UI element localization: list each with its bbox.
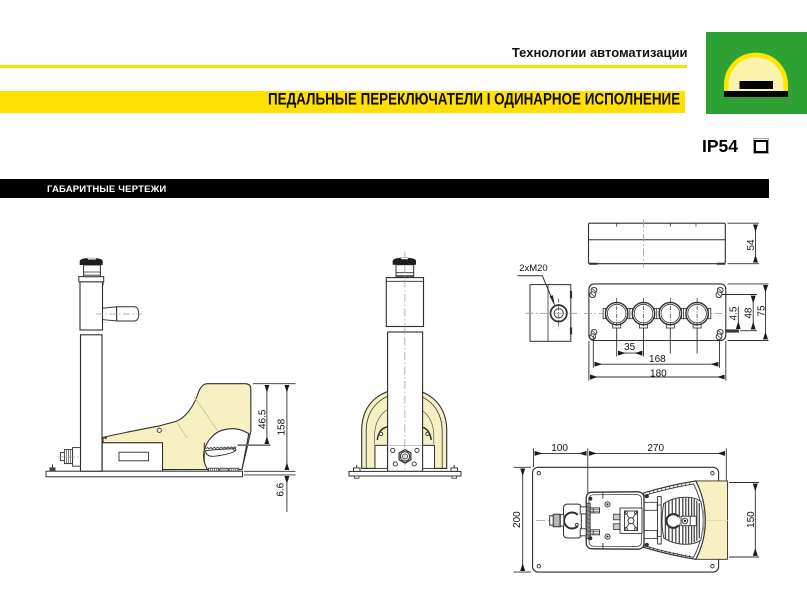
svg-text:2xM20: 2xM20	[519, 263, 548, 274]
svg-text:46.5: 46.5	[257, 409, 268, 429]
svg-text:158: 158	[276, 418, 287, 435]
svg-text:75: 75	[757, 305, 768, 317]
svg-text:150: 150	[746, 511, 757, 528]
svg-text:6.6: 6.6	[275, 482, 286, 496]
svg-text:48: 48	[744, 307, 755, 319]
svg-text:270: 270	[647, 443, 664, 454]
svg-text:35: 35	[624, 342, 636, 353]
svg-text:54: 54	[746, 239, 757, 251]
svg-text:100: 100	[551, 443, 568, 454]
svg-text:4.5: 4.5	[728, 306, 739, 320]
svg-text:168: 168	[649, 354, 666, 365]
svg-text:180: 180	[650, 368, 667, 379]
svg-text:200: 200	[512, 511, 523, 528]
